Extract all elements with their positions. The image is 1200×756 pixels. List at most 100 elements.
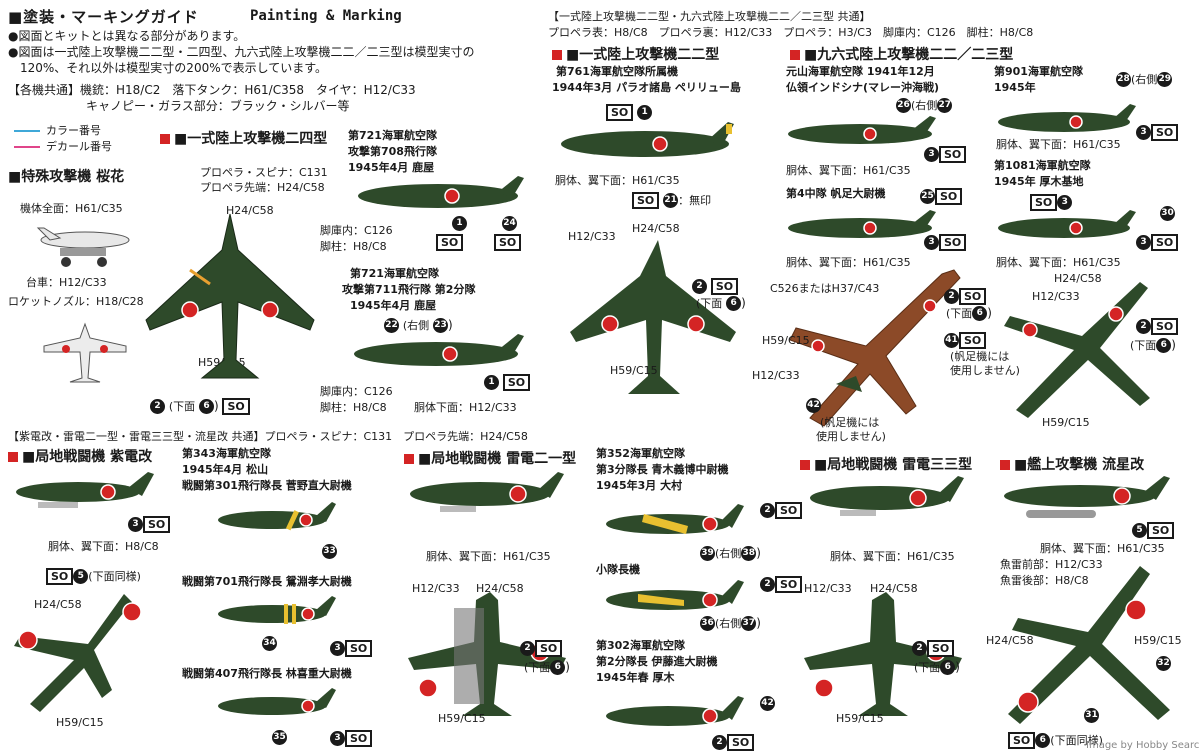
g3m-unit2-a: 第901海軍航空隊 [994, 65, 1083, 78]
raiden33-h12: H12/C33 [804, 582, 852, 595]
raiden33-title: ■局地戦闘機 雷電三三型 [800, 454, 972, 474]
raiden21-title: ■局地戦闘機 雷電二一型 [404, 448, 576, 468]
shiden-unit1-c: 戦闘第301飛行隊長 菅野直大尉機 [182, 479, 352, 492]
shiden-title: ■局地戦闘機 紫電改 [8, 446, 152, 466]
g3m-side-view-2 [998, 104, 1136, 132]
g3m-top-view [1004, 282, 1150, 418]
g3m-note-a-2: (帆足機には [820, 416, 880, 429]
ryusei-fuselage: 胴体、翼下面：H61/C35 [1040, 542, 1165, 555]
legend-color-label: カラー番号 [46, 124, 101, 137]
raiden21-h24: H24/C58 [476, 582, 524, 595]
g4m24-so-2: SO [494, 234, 522, 251]
g3m-unit1-b: 仏領インドシナ(マレー沖海戦) [786, 81, 940, 94]
fighters-common: 【紫電改・雷電二一型・雷電三三型・流星改 共通】プロペラ・スピナ：C131 プロ… [8, 430, 528, 443]
raiden21-side-view-main [410, 472, 564, 512]
g3m-right-markers-1: 26(右側27 [896, 98, 953, 113]
g3m-unit2-b: 1945年 [994, 81, 1036, 94]
g4m24-cockpit: 脚庫内：C126 [320, 224, 393, 237]
g4m22-h12: H12/C33 [568, 230, 616, 243]
page-title-en: Painting & Marking [250, 8, 402, 24]
ohka-side-view [36, 227, 130, 267]
ryusei-marker-32: 32 [1156, 656, 1171, 671]
g4m22-title: ■一式陸上攻撃機二二型 [552, 44, 719, 64]
raiden21-unit3-a: 第302海軍航空隊 [596, 639, 685, 652]
g3m-c526: C526またはH37/C43 [770, 282, 880, 295]
decal-badge: 6 [198, 399, 214, 414]
g3m-h12: H12/C33 [752, 369, 800, 382]
g3m-h59-2: H59/C15 [1042, 416, 1090, 429]
g4m24-so-1: SO [436, 234, 464, 251]
g3m-h59: H59/C15 [762, 334, 810, 347]
g3m-unit1-a: 元山海軍航空隊 1941年12月 [786, 65, 935, 78]
note-3: 120%、それ以外は模型実寸の200%で表示しています。 [20, 61, 328, 75]
g4m24-gear-2: 脚柱：H8/C8 [320, 401, 387, 414]
shiden-side-view-1 [218, 502, 336, 531]
raiden33-h24: H24/C58 [870, 582, 918, 595]
g4m22-top-view [570, 240, 736, 394]
ryusei-top-view [1008, 566, 1170, 724]
raiden33-top-view [804, 592, 962, 716]
g4m22-under-markers: 2 SO [692, 278, 739, 295]
g4m24-gear: 脚柱：H8/C8 [320, 240, 387, 253]
ryusei-h59: H59/C15 [1134, 634, 1182, 647]
legend-decal-label: デカール番号 [46, 140, 112, 153]
shiden-side-view-main [16, 472, 154, 508]
g3m-unit3: 第4中隊 帆足大尉機 [786, 187, 886, 200]
g3m-note-b: 使用しません) [950, 364, 1020, 377]
g4m24-right-markers: 22 (右側 23) [384, 318, 453, 333]
g3m-side-view-1 [788, 116, 936, 144]
g3m-h12-2: H12/C33 [1032, 290, 1080, 303]
raiden21-unit2: 小隊長機 [596, 563, 640, 576]
g3m-marker-30: 30 [1160, 206, 1175, 221]
raiden21-unit1-c: 1945年3月 大村 [596, 479, 683, 492]
ryusei-side-view [1004, 476, 1170, 518]
raiden21-right-markers-2: 36(右側37) [700, 616, 761, 631]
raiden21-fuselage: 胴体、翼下面：H61/C35 [426, 550, 551, 563]
ohka-top-view [43, 322, 127, 383]
shiden-unit3: 戦闘第407飛行隊長 林喜重大尉機 [182, 667, 352, 680]
raiden21-side-view-2 [606, 580, 744, 610]
g4m24-cockpit-2: 脚庫内：C126 [320, 385, 393, 398]
shiden-marker-33: 33 [322, 544, 337, 559]
g3m-unit4-b: 1945年 厚木基地 [994, 175, 1084, 188]
raiden21-unit1-a: 第352海軍航空隊 [596, 447, 685, 460]
shiden-marker-34: 34 [262, 636, 277, 651]
g3m-fuselage-2: 胴体、翼下面：H61/C35 [996, 138, 1121, 151]
g3m-side-view-3 [788, 210, 936, 238]
g3m-camo-top-view [789, 269, 961, 427]
g4m24-title: ■一式陸上攻撃機二四型 [160, 128, 327, 148]
note-2: ●図面は一式陸上攻撃機二二型・二四型、九六式陸上攻撃機二二／二三型は模型実寸の [8, 45, 475, 59]
g4m24-h24: H24/C58 [226, 204, 274, 217]
raiden33-fuselage: 胴体、翼下面：H61/C35 [830, 550, 955, 563]
legend-color-swatch [14, 130, 40, 132]
common-g4m-g3m-line: プロペラ表：H8/C8 プロペラ裏：H12/C33 プロペラ：H3/C3 脚庫内… [548, 26, 1034, 39]
raiden21-side-view-3 [606, 696, 744, 726]
g4m24-unit1-a: 第721海軍航空隊 [348, 129, 437, 142]
g4m24-top-view [145, 213, 315, 379]
decal-badge: 2 [150, 399, 165, 414]
raiden21-h12: H12/C33 [412, 582, 460, 595]
shiden-marker-35: 35 [272, 730, 287, 745]
g3m-right-markers: 28(右側29 [1116, 72, 1173, 87]
raiden21-unit3-c: 1945年春 厚木 [596, 671, 675, 684]
raiden21-top-view [408, 592, 566, 716]
ryusei-marker-31: 31 [1084, 708, 1099, 723]
raiden21-unit1-b: 第3分隊長 青木義博中尉機 [596, 463, 729, 476]
g3m-note-a: (帆足機には [950, 350, 1010, 363]
common-g4m-g3m-title: 【一式陸上攻撃機二二型・九六式陸上攻撃機二二／二三型 共通】 [548, 10, 871, 23]
